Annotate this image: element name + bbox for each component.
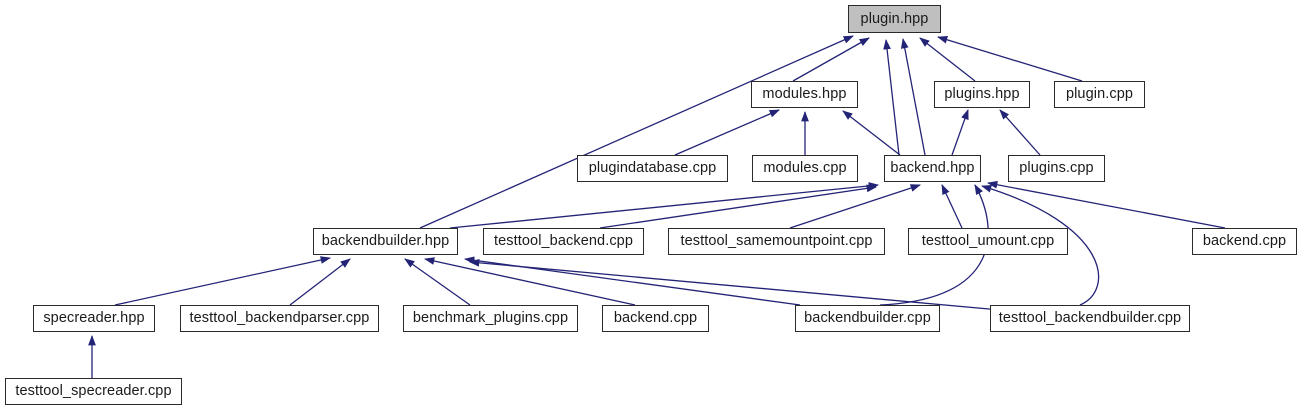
graph-edge (419, 35, 854, 229)
graph-node-label: backendbuilder.hpp (321, 233, 450, 250)
graph-edge (842, 110, 901, 156)
graph-node-label: plugin.hpp (860, 10, 929, 27)
graph-node-label: modules.hpp (762, 86, 847, 103)
graph-node-label: plugin.cpp (1065, 86, 1134, 103)
graph-node-specreader-hpp[interactable]: specreader.hpp (33, 305, 155, 332)
graph-node-label: plugindatabase.cpp (588, 160, 717, 177)
graph-node-plugin-cpp[interactable]: plugin.cpp (1054, 81, 1145, 108)
graph-edge (986, 180, 1226, 229)
graph-node-label: testtool_specreader.cpp (15, 383, 172, 400)
graph-node-testtool-umount-cpp[interactable]: testtool_umount.cpp (908, 228, 1068, 255)
graph-node-backend-cpp-right[interactable]: backend.cpp (1192, 228, 1297, 255)
graph-node-label: testtool_backend.cpp (493, 233, 634, 250)
graph-node-label: testtool_backendparser.cpp (189, 310, 370, 327)
graph-node-plugins-cpp[interactable]: plugins.cpp (1008, 155, 1105, 182)
graph-edge (289, 258, 351, 306)
graph-node-label: backend.cpp (613, 310, 698, 327)
graph-edge (951, 109, 969, 156)
graph-node-label: plugins.hpp (944, 86, 1020, 103)
graph-node-plugin-hpp[interactable]: plugin.hpp (848, 5, 941, 33)
graph-node-testtool-specreader-cpp[interactable]: testtool_specreader.cpp (5, 378, 182, 405)
graph-edge (919, 37, 976, 82)
graph-edge (463, 256, 801, 306)
graph-edge (423, 257, 636, 306)
graph-node-label: plugins.cpp (1019, 160, 1094, 177)
graph-node-benchmark-plugins-cpp[interactable]: benchmark_plugins.cpp (403, 305, 578, 332)
graph-edge (599, 184, 878, 229)
graph-node-backendbuilder-cpp[interactable]: backendbuilder.cpp (795, 305, 940, 332)
graph-edge (468, 258, 1001, 311)
graph-node-modules-hpp[interactable]: modules.hpp (751, 81, 858, 108)
graph-edge (404, 258, 471, 306)
graph-edge (789, 184, 921, 229)
graph-node-testtool-samemountpoint-cpp[interactable]: testtool_samemountpoint.cpp (668, 228, 885, 255)
graph-edge (941, 184, 963, 229)
graph-node-backend-hpp[interactable]: backend.hpp (884, 155, 981, 182)
graph-node-backend-cpp-mid[interactable]: backend.cpp (602, 305, 709, 332)
graph-edge (999, 109, 1041, 156)
graph-node-label: modules.cpp (763, 160, 847, 177)
graph-node-modules-cpp[interactable]: modules.cpp (752, 155, 858, 182)
graph-node-label: specreader.hpp (43, 310, 145, 327)
graph-edge (937, 36, 1083, 82)
graph-node-label: benchmark_plugins.cpp (412, 310, 569, 327)
graph-node-label: backend.hpp (890, 160, 975, 177)
graph-edge (792, 37, 870, 82)
graph-node-label: backendbuilder.cpp (804, 310, 931, 327)
graph-edge (449, 182, 880, 229)
graph-node-plugindatabase-cpp[interactable]: plugindatabase.cpp (577, 155, 728, 182)
graph-edge (674, 109, 780, 156)
graph-node-testtool-backendparser-cpp[interactable]: testtool_backendparser.cpp (180, 305, 379, 332)
graph-node-plugins-hpp[interactable]: plugins.hpp (934, 81, 1030, 108)
graph-node-testtool-backendbuilder-cpp[interactable]: testtool_backendbuilder.cpp (990, 305, 1190, 332)
graph-node-label: testtool_backendbuilder.cpp (998, 310, 1182, 327)
graph-edge (114, 256, 332, 306)
graph-node-backendbuilder-hpp[interactable]: backendbuilder.hpp (313, 228, 458, 255)
graph-edge (900, 37, 926, 156)
graph-node-testtool-backend-cpp[interactable]: testtool_backend.cpp (483, 228, 644, 255)
graph-node-label: testtool_samemountpoint.cpp (680, 233, 873, 250)
graph-node-label: testtool_umount.cpp (921, 233, 1055, 250)
graph-node-label: backend.cpp (1202, 233, 1287, 250)
graph-edge (883, 38, 900, 156)
